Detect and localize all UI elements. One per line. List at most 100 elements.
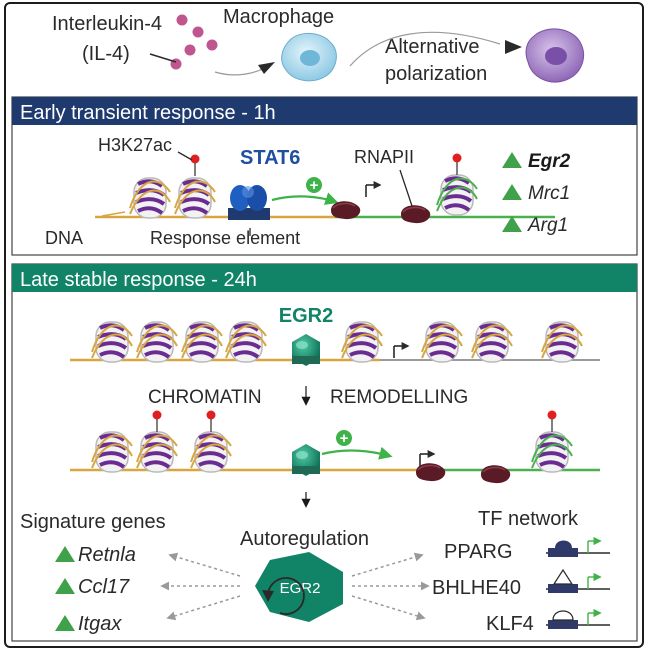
gene-mrc1: Mrc1 bbox=[528, 183, 570, 204]
arrowhead-to-polarized bbox=[505, 40, 522, 54]
egr2-hexagon bbox=[255, 552, 343, 622]
macrophage-label: Macrophage bbox=[223, 6, 334, 28]
tss-arrow bbox=[366, 185, 380, 197]
early-header-bar bbox=[12, 97, 637, 125]
nucleosome bbox=[135, 320, 179, 364]
macrophage-cell bbox=[281, 33, 337, 82]
signature-gene-list: Retnla Ccl17 Itgax bbox=[55, 544, 136, 635]
gene-itgax: Itgax bbox=[78, 613, 122, 635]
egr2-label: EGR2 bbox=[279, 305, 333, 327]
rnapii-polymerase bbox=[400, 204, 431, 224]
gene-ccl17: Ccl17 bbox=[78, 576, 130, 598]
egr2-binding-site bbox=[292, 356, 320, 364]
arrowhead-to-macrophage bbox=[258, 62, 275, 74]
h3k27ac-mark bbox=[546, 409, 558, 433]
tss-arrow bbox=[394, 346, 408, 358]
signature-genes-title: Signature genes bbox=[20, 511, 166, 533]
cytokine-label: Interleukin-4 bbox=[52, 13, 162, 35]
tf-network-list: PPARG BHLHE40 KLF4 bbox=[432, 540, 610, 635]
egr2-hexagon-label: EGR2 bbox=[280, 580, 321, 597]
tf-binding-site bbox=[548, 548, 578, 557]
h3k27ac-label: H3K27ac bbox=[98, 135, 172, 155]
late-header: Late stable response - 24h bbox=[20, 269, 257, 291]
nucleosome bbox=[128, 176, 172, 220]
h3k27ac-mark bbox=[151, 409, 163, 433]
activation-plus bbox=[336, 430, 352, 446]
up-triangle-icon bbox=[502, 184, 522, 200]
up-triangle-icon bbox=[55, 546, 75, 562]
nucleosome bbox=[340, 320, 384, 364]
stat6-label: STAT6 bbox=[240, 147, 300, 169]
pparg-factor bbox=[555, 540, 572, 548]
gene-egr2: Egr2 bbox=[528, 151, 571, 172]
nucleosome bbox=[135, 430, 179, 474]
stat6-dimer bbox=[228, 185, 270, 220]
h3k27ac-mark bbox=[205, 409, 217, 433]
activation-plus-symbol: + bbox=[340, 430, 349, 447]
gene-retnla: Retnla bbox=[78, 544, 136, 566]
tf-network-arrows bbox=[351, 552, 430, 621]
rnapii-label: RNAPII bbox=[354, 147, 414, 167]
tf-klf4: KLF4 bbox=[486, 613, 534, 635]
tf-network-title: TF network bbox=[478, 508, 579, 530]
tss-arrow bbox=[588, 577, 600, 589]
up-triangle-icon bbox=[502, 216, 522, 232]
klf4-factor bbox=[552, 610, 574, 621]
rnapii-polymerase bbox=[330, 200, 361, 220]
nucleosome bbox=[90, 430, 134, 474]
nucleosome bbox=[470, 320, 514, 364]
early-header: Early transient response - 1h bbox=[20, 102, 276, 124]
up-triangle-icon bbox=[502, 152, 522, 168]
autoregulation-loop bbox=[267, 577, 305, 615]
il4-molecules bbox=[170, 14, 218, 70]
up-triangle-icon bbox=[55, 615, 75, 631]
egr2-binding-site bbox=[292, 466, 320, 474]
autoregulation-loop-head bbox=[262, 590, 274, 602]
activation-plus-symbol: + bbox=[310, 177, 319, 194]
dna-label: DNA bbox=[45, 228, 83, 248]
rnapii-polymerase bbox=[415, 462, 446, 482]
gene-arg1: Arg1 bbox=[527, 215, 568, 236]
polarization-label-2: polarization bbox=[385, 63, 487, 85]
autoregulation-label: Autoregulation bbox=[240, 528, 369, 550]
tf-pparg: PPARG bbox=[444, 541, 513, 563]
activation-arrow bbox=[321, 446, 393, 460]
remodelling-label: REMODELLING bbox=[330, 387, 468, 408]
rnapii-polymerase bbox=[480, 464, 511, 484]
figure-frame bbox=[4, 2, 644, 648]
dna-pointer bbox=[101, 211, 126, 217]
polarized-macrophage-cell bbox=[525, 28, 584, 83]
tf-binding-site bbox=[548, 620, 578, 629]
h3k27ac-mark bbox=[189, 153, 201, 177]
tf-bhlhe40: BHLHE40 bbox=[432, 577, 521, 599]
nucleosome bbox=[540, 320, 584, 364]
chromatin-label: CHROMATIN bbox=[148, 387, 262, 408]
up-triangle-icon bbox=[55, 578, 75, 594]
rnapii-pointer bbox=[399, 169, 413, 207]
h3k27ac-pointer bbox=[177, 151, 193, 161]
tss-arrow bbox=[588, 541, 600, 553]
tss-arrow bbox=[588, 613, 600, 625]
nucleosome bbox=[189, 430, 233, 474]
activation-arrow bbox=[271, 192, 339, 205]
signature-arrows bbox=[160, 552, 241, 621]
response-element-label: Response element bbox=[150, 228, 300, 248]
activation-plus bbox=[306, 177, 322, 193]
bhlhe40-factor bbox=[552, 568, 574, 585]
late-header-bar bbox=[12, 264, 637, 292]
polarization-label-1: Alternative bbox=[385, 36, 480, 58]
nucleosome bbox=[435, 173, 479, 217]
nucleosome bbox=[173, 176, 217, 220]
nucleosome bbox=[180, 320, 224, 364]
nucleosome bbox=[90, 320, 134, 364]
early-gene-list: Egr2 Mrc1 Arg1 bbox=[502, 151, 571, 236]
nucleosome bbox=[224, 320, 268, 364]
nucleosome bbox=[530, 430, 574, 474]
cytokine-pointer bbox=[149, 53, 177, 63]
cytokine-abbr-label: (IL-4) bbox=[82, 43, 130, 65]
tf-binding-site bbox=[548, 584, 578, 593]
nucleosome bbox=[420, 320, 464, 364]
polarization-arc bbox=[349, 31, 501, 67]
h3k27ac-mark bbox=[451, 152, 463, 176]
